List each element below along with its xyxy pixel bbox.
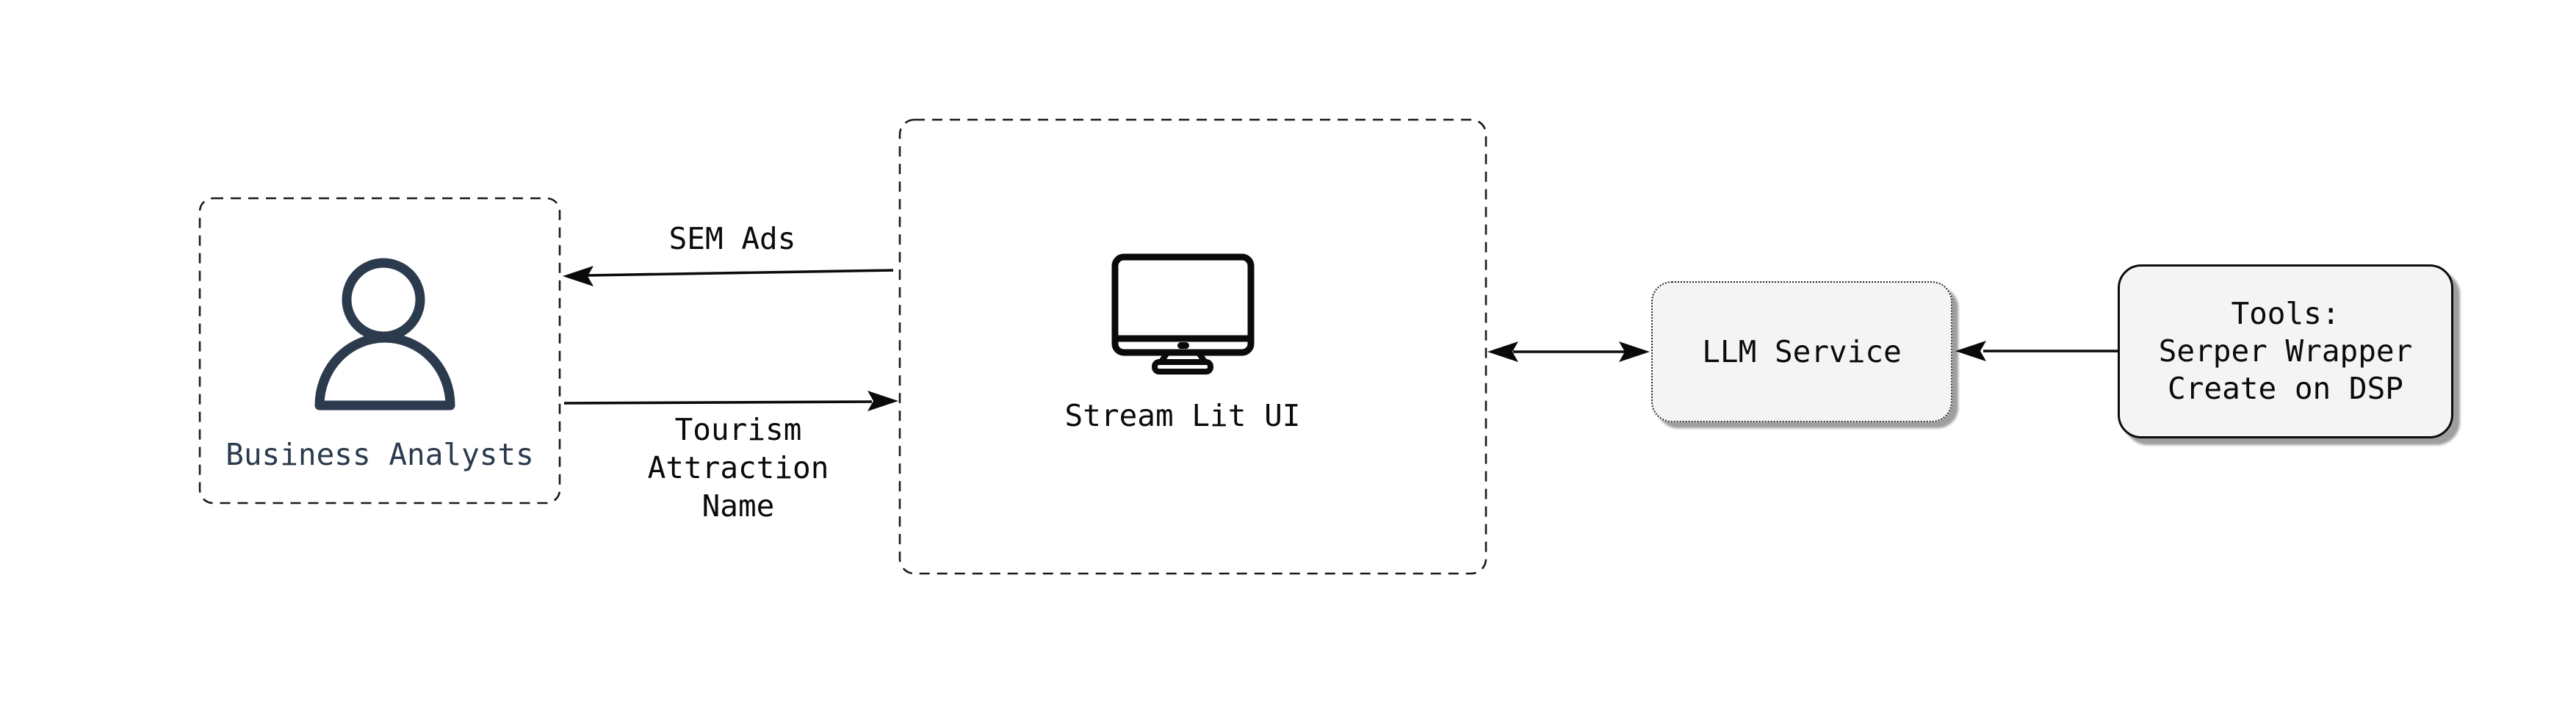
stream-lit-ui-node-border — [898, 118, 1487, 575]
monitor-stand-base — [1152, 359, 1213, 375]
tourism-edge-label-line3: Name — [701, 488, 775, 524]
stream-lit-ui-label: Stream Lit UI — [1064, 398, 1301, 433]
monitor-icon — [1111, 253, 1255, 375]
tools-llm-arrowhead-icon — [1955, 341, 1986, 361]
monitor-logo-dot — [1177, 342, 1189, 349]
llm-service-label: LLM Service — [1702, 334, 1902, 369]
user-icon-head — [342, 258, 425, 341]
tourism-edge-label-line2: Attraction — [647, 450, 829, 485]
tools-label-line3: Create on DSP — [2168, 371, 2403, 406]
tools-label-line1: Tools: — [2231, 296, 2340, 331]
business-analysts-node-border — [198, 197, 561, 505]
tools-llm-arrow — [1955, 341, 2118, 361]
ui-llm-arrowhead-left-icon — [1487, 341, 1518, 362]
tools-label-line2: Serper Wrapper — [2158, 333, 2413, 369]
user-icon-body — [314, 333, 455, 411]
sem-ads-arrow — [563, 266, 894, 286]
ui-llm-arrowhead-right-icon — [1619, 341, 1650, 362]
tourism-arrow-line — [563, 400, 873, 405]
sem-ads-arrowhead-icon — [563, 266, 594, 286]
tourism-edge-label-line1: Tourism — [674, 412, 802, 447]
business-analysts-label: Business Analysts — [226, 437, 534, 472]
sem-ads-arrow-line — [587, 269, 894, 277]
tourism-arrow — [563, 391, 898, 411]
tourism-edge-label: Tourism Attraction Name — [591, 411, 885, 525]
monitor-screen — [1111, 253, 1255, 356]
tourism-arrowhead-icon — [867, 391, 898, 411]
user-icon — [314, 258, 455, 411]
sem-ads-edge-label: SEM Ads — [668, 221, 796, 256]
llm-service-node: LLM Service — [1651, 281, 1952, 422]
ui-llm-arrow — [1487, 341, 1650, 362]
tools-node: Tools: Serper Wrapper Create on DSP — [2118, 264, 2453, 438]
